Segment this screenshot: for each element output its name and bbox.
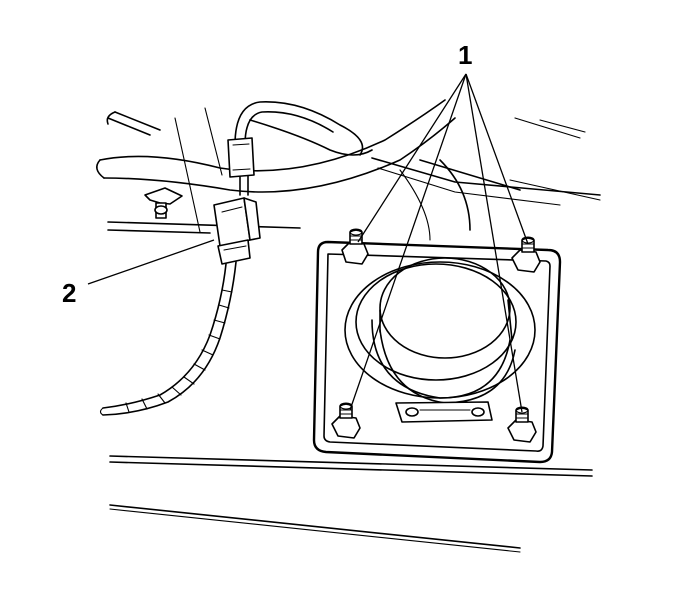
retaining-clip xyxy=(144,187,183,219)
mounting-stud-top-right xyxy=(511,236,541,273)
leader-line-2 xyxy=(87,239,215,285)
wiring-harness xyxy=(234,101,373,196)
callout-2-label: 2 xyxy=(62,278,76,308)
panel-structure xyxy=(107,107,601,553)
mounting-stud-bottom-right xyxy=(507,406,537,443)
speaker-lead xyxy=(99,261,237,416)
mounting-stud-top-left xyxy=(341,228,369,265)
electrical-connector xyxy=(213,197,261,265)
mounting-stud-bottom-left xyxy=(331,402,361,439)
speaker-assembly xyxy=(312,240,562,464)
callout-1-label: 1 xyxy=(458,40,472,70)
hose xyxy=(96,99,456,193)
upper-connector xyxy=(227,137,255,178)
leader-lines-1 xyxy=(349,73,529,413)
